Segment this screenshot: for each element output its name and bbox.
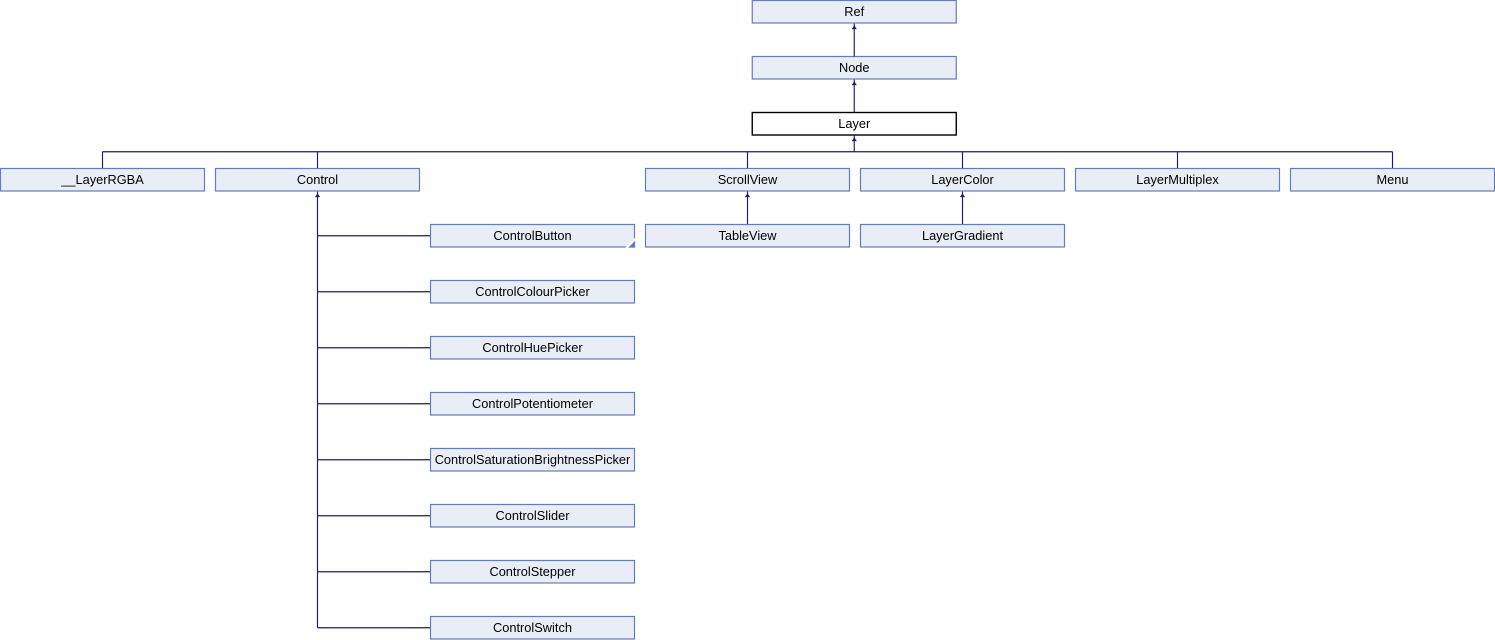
svg-text:ScrollView: ScrollView <box>718 172 778 187</box>
svg-text:ControlSlider: ControlSlider <box>496 508 571 523</box>
svg-text:Node: Node <box>839 60 870 75</box>
svg-text:Control: Control <box>297 172 338 187</box>
svg-text:__LayerRGBA: __LayerRGBA <box>60 172 144 187</box>
svg-text:LayerGradient: LayerGradient <box>922 228 1004 243</box>
svg-text:ControlButton: ControlButton <box>493 228 571 243</box>
svg-text:TableView: TableView <box>718 228 777 243</box>
svg-text:Ref: Ref <box>844 4 864 19</box>
svg-text:ControlSwitch: ControlSwitch <box>493 620 572 635</box>
svg-text:ControlColourPicker: ControlColourPicker <box>475 284 590 299</box>
svg-text:ControlPotentiometer: ControlPotentiometer <box>472 396 594 411</box>
svg-text:LayerMultiplex: LayerMultiplex <box>1136 172 1219 187</box>
svg-text:ControlStepper: ControlStepper <box>489 564 576 579</box>
svg-text:LayerColor: LayerColor <box>931 172 994 187</box>
svg-text:ControlHuePicker: ControlHuePicker <box>482 340 583 355</box>
svg-text:Layer: Layer <box>838 116 871 131</box>
svg-text:Menu: Menu <box>1376 172 1408 187</box>
svg-text:ControlSaturationBrightnessPic: ControlSaturationBrightnessPicker <box>435 452 631 467</box>
